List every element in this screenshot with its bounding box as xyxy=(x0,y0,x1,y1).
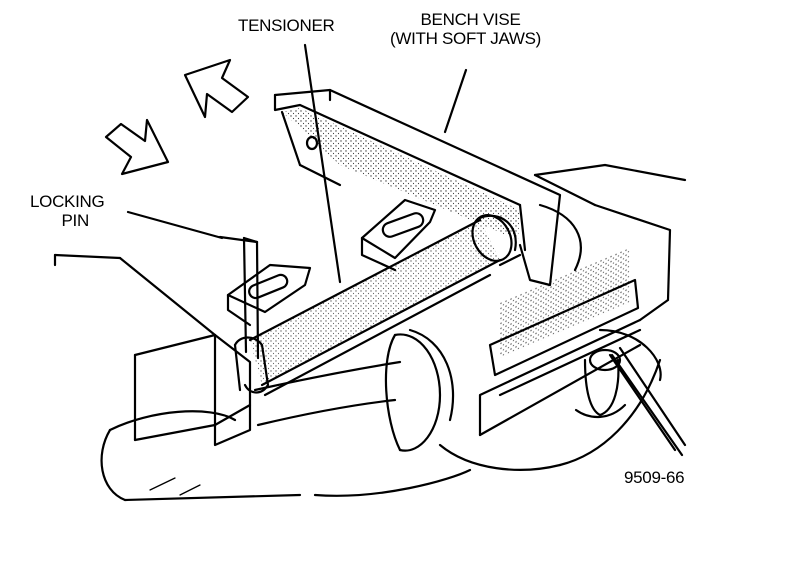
leader-lines xyxy=(126,43,684,457)
bench-vise-label-line1: BENCH VISE xyxy=(420,10,521,29)
locking-pin-label-line2: PIN xyxy=(61,211,89,230)
locking-pin xyxy=(218,235,260,360)
tensioner-body xyxy=(233,214,522,397)
arrow-down-right-icon xyxy=(104,118,170,176)
part-number-leader xyxy=(610,353,684,457)
bench-vise-label-line2: (WITH SOFT JAWS) xyxy=(390,29,542,48)
vise-base xyxy=(53,253,662,502)
bench-vise-leader xyxy=(443,68,468,134)
locking-pin-label-line1: LOCKING xyxy=(30,192,105,211)
tensioner-label: TENSIONER xyxy=(238,16,335,35)
direction-arrows xyxy=(104,58,250,176)
bench-end-block xyxy=(133,333,252,447)
locking-pin-label: LOCKING PIN xyxy=(30,192,105,230)
vise-jaw xyxy=(273,88,582,287)
locking-pin-leader xyxy=(126,210,224,240)
tensioner-brackets xyxy=(226,198,437,327)
vise-body xyxy=(478,163,687,452)
tensioner-leader xyxy=(303,43,342,284)
arrow-up-left-icon xyxy=(183,58,250,119)
support-rod xyxy=(253,328,455,452)
part-number-label: 9509-66 xyxy=(624,468,685,487)
bench-vise-label: BENCH VISE (WITH SOFT JAWS) xyxy=(390,10,541,48)
vise-handle xyxy=(608,353,677,452)
